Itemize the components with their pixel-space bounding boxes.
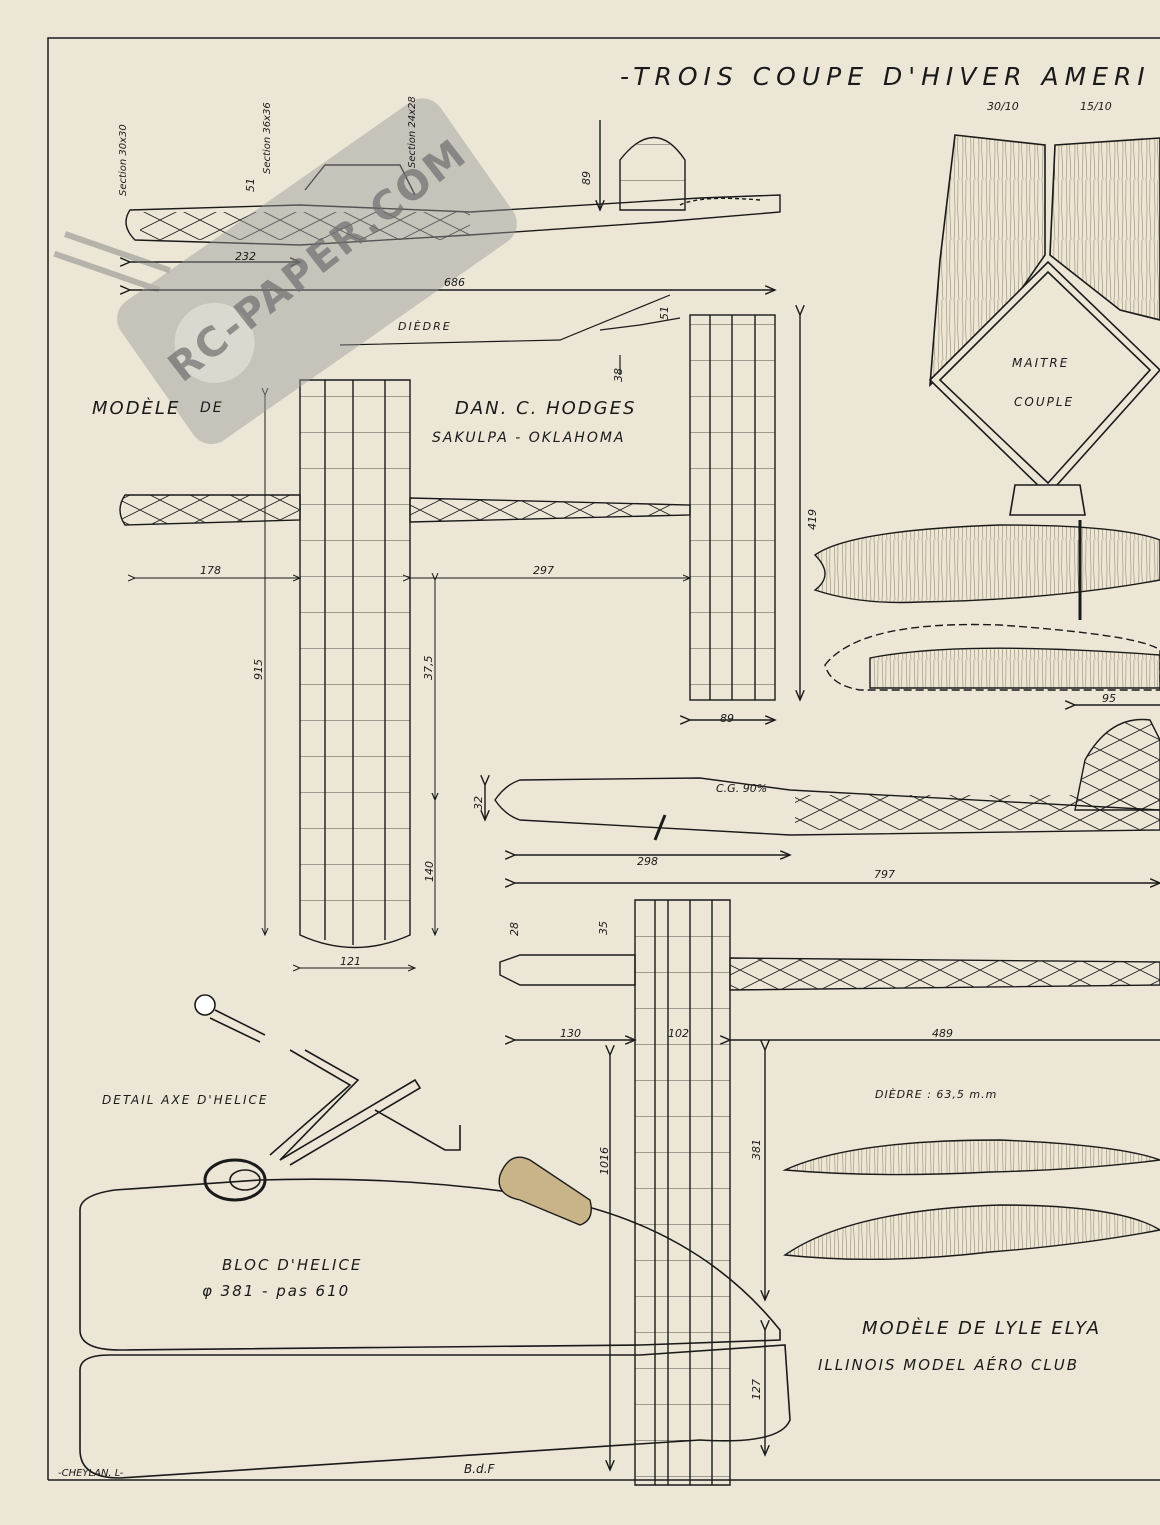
dim-89a: 89 — [580, 171, 593, 185]
dim-489: 489 — [932, 1027, 953, 1040]
model1-side-view — [126, 120, 781, 290]
model2-side-view — [485, 705, 1160, 883]
dim-38: 38 — [612, 368, 625, 382]
dim-298: 298 — [637, 855, 658, 868]
model1-stabilizer-plan — [690, 315, 800, 720]
model1-designer: DAN. C. HODGES — [455, 398, 637, 419]
model2-fuselage-plan — [499, 954, 1160, 1040]
model1-dimension-lines — [135, 395, 690, 968]
model2-wing-plan — [610, 899, 765, 1486]
dim-127: 127 — [750, 1379, 763, 1400]
dim-381: 381 — [750, 1139, 763, 1160]
dim-32: 32 — [472, 796, 485, 810]
bloc-helice-dims: φ 381 - pas 610 — [202, 1282, 351, 1300]
model2-dihedral: DIÈDRE : 63,5 m.m — [875, 1088, 998, 1101]
model2-designer: MODÈLE DE LYLE ELYA — [862, 1318, 1102, 1339]
dim-95: 95 — [1102, 692, 1116, 705]
bearing-sketch — [498, 1156, 592, 1226]
dim-130: 130 — [560, 1027, 581, 1040]
model1-wing-plan — [299, 379, 411, 949]
model2-club: ILLINOIS MODEL AÉRO CLUB — [818, 1356, 1080, 1374]
detail-axe-label: DETAIL AXE D'HELICE — [102, 1093, 269, 1107]
dim-37-5: 37,5 — [422, 655, 435, 681]
bloc-helice-label: BLOC D'HELICE — [222, 1256, 363, 1274]
dim-232: 232 — [235, 250, 256, 263]
dim-102: 102 — [668, 1027, 689, 1040]
section-label-3: Section 24x28 — [407, 96, 418, 168]
dim-89b: 89 — [720, 712, 734, 725]
maitre-couple-former — [928, 134, 1160, 516]
model1-location: SAKULPA - OKLAHOMA — [432, 430, 626, 446]
dim-35: 35 — [597, 921, 610, 935]
dim-178: 178 — [200, 564, 221, 577]
cg-label: C.G. 90% — [716, 782, 768, 795]
section-label-1: Section 30x30 — [118, 124, 129, 196]
page-border — [47, 37, 1160, 1481]
section-label-2: Section 36x36 — [262, 102, 273, 174]
dim-797: 797 — [874, 868, 895, 881]
watermark-graphic — [53, 98, 517, 445]
couple-label: COUPLE — [1014, 395, 1075, 409]
dim-51b: 51 — [658, 306, 671, 320]
model1-fuselage-plan — [119, 494, 691, 526]
dim-30-10: 30/10 — [987, 100, 1019, 113]
model1-label-prefix: MODÈLE — [92, 398, 181, 419]
dim-51a: 51 — [244, 178, 257, 192]
maitre-label: MAITRE — [1012, 356, 1070, 370]
model1-label-de: DE — [200, 400, 224, 416]
dim-15-10: 15/10 — [1080, 100, 1112, 113]
dim-297: 297 — [533, 564, 554, 577]
diedre-label: DIÈDRE — [398, 320, 452, 333]
model2-rib-profiles — [782, 1139, 1160, 1261]
dim-121: 121 — [340, 955, 361, 968]
page-title: -TROIS COUPE D'HIVER AMERI — [620, 62, 1151, 91]
dim-686: 686 — [444, 276, 465, 289]
rib-profiles-model1 — [813, 520, 1160, 691]
model1-dihedral-sketch — [339, 294, 681, 375]
dim-915: 915 — [252, 659, 265, 680]
dim-1016: 1016 — [598, 1147, 611, 1175]
dim-28: 28 — [508, 922, 521, 936]
dim-419: 419 — [806, 509, 819, 530]
dim-140: 140 — [423, 861, 436, 882]
bdf-label: B.d.F — [464, 1462, 495, 1476]
signature: -CHEYLAN. L- — [58, 1468, 124, 1479]
propeller-shaft-detail — [194, 994, 461, 1202]
